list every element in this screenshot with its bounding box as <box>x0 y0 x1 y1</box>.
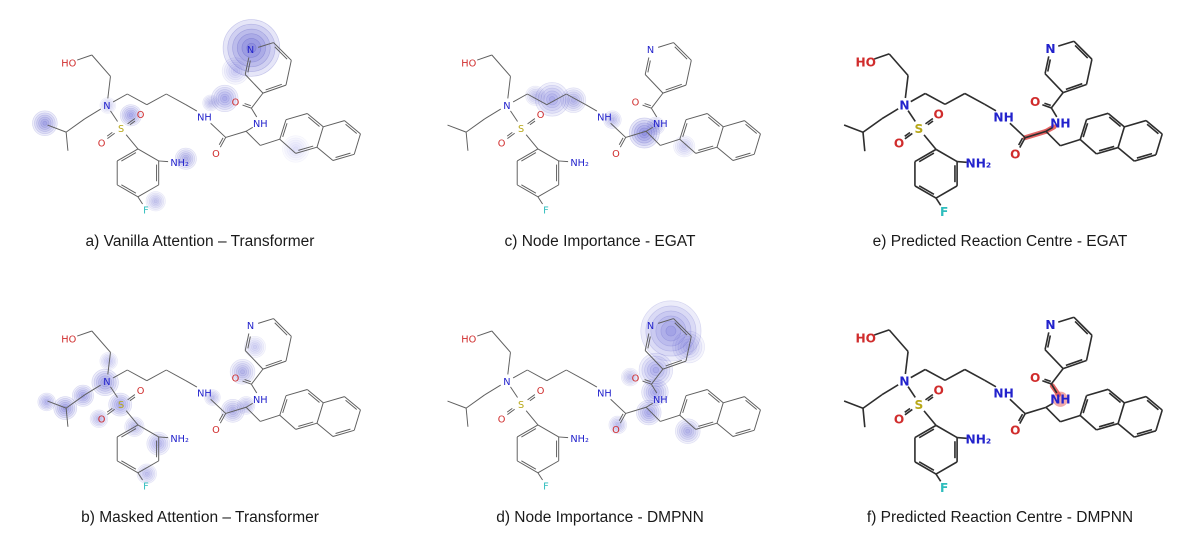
svg-text:S: S <box>915 122 924 136</box>
caption-f: f) Predicted Reaction Centre - DMPNN <box>866 509 1134 527</box>
svg-text:O: O <box>632 373 640 384</box>
svg-text:NH: NH <box>993 386 1013 400</box>
svg-text:NH₂: NH₂ <box>170 434 189 445</box>
molecule-diagram-masked-attention: HO N S O O NH₂ F NH O NH O N <box>37 318 361 493</box>
svg-text:O: O <box>537 110 545 121</box>
svg-text:O: O <box>232 97 240 108</box>
svg-text:HO: HO <box>61 334 76 345</box>
svg-text:NH: NH <box>653 119 668 130</box>
svg-text:N: N <box>103 377 110 388</box>
svg-text:O: O <box>1010 423 1020 437</box>
caption-a: a) Vanilla Attention – Transformer <box>85 233 315 251</box>
svg-text:N: N <box>1045 318 1055 332</box>
svg-text:HO: HO <box>461 58 476 69</box>
svg-text:O: O <box>612 149 620 160</box>
svg-text:O: O <box>232 373 240 384</box>
svg-text:O: O <box>498 414 506 425</box>
svg-text:NH: NH <box>993 110 1013 124</box>
svg-text:O: O <box>498 138 506 149</box>
svg-text:N: N <box>647 321 654 332</box>
svg-text:S: S <box>518 400 524 411</box>
svg-text:N: N <box>647 45 654 56</box>
svg-text:NH₂: NH₂ <box>170 158 189 169</box>
svg-text:S: S <box>915 398 924 412</box>
panel-d: HO N S O O NH₂ F NH O NH O N d) Node Importance - D… <box>440 292 761 536</box>
svg-text:NH: NH <box>1050 393 1070 407</box>
svg-text:NH₂: NH₂ <box>966 432 992 446</box>
svg-text:O: O <box>1030 95 1040 109</box>
svg-text:NH: NH <box>597 389 612 400</box>
svg-text:O: O <box>98 138 106 149</box>
svg-text:O: O <box>212 149 220 160</box>
svg-text:N: N <box>503 377 510 388</box>
svg-text:F: F <box>543 206 549 217</box>
molecule-diagram-vanilla-attention: HO N S O O NH₂ F NH O NH O N <box>32 19 361 217</box>
svg-text:O: O <box>894 412 904 426</box>
svg-text:NH: NH <box>253 395 268 406</box>
molecule-diagram-node-importance-egat: HO N S O O NH₂ F NH O NH O N <box>447 42 761 217</box>
svg-text:HO: HO <box>855 331 876 345</box>
svg-text:NH: NH <box>197 113 212 124</box>
svg-text:HO: HO <box>61 58 76 69</box>
svg-text:N: N <box>103 101 110 112</box>
svg-text:NH: NH <box>653 395 668 406</box>
svg-text:N: N <box>503 101 510 112</box>
svg-text:O: O <box>1010 147 1020 161</box>
svg-text:S: S <box>118 124 124 135</box>
svg-text:F: F <box>940 481 948 495</box>
svg-text:N: N <box>899 375 909 389</box>
svg-text:NH₂: NH₂ <box>570 158 589 169</box>
caption-e: e) Predicted Reaction Centre - EGAT <box>872 233 1128 251</box>
svg-text:O: O <box>1030 371 1040 385</box>
svg-text:S: S <box>118 400 124 411</box>
svg-text:N: N <box>899 99 909 113</box>
svg-text:O: O <box>612 425 620 436</box>
svg-text:HO: HO <box>855 55 876 69</box>
svg-text:O: O <box>137 110 145 121</box>
svg-text:N: N <box>1045 42 1055 56</box>
svg-text:O: O <box>934 384 944 398</box>
svg-text:F: F <box>940 205 948 219</box>
svg-text:O: O <box>632 97 640 108</box>
svg-text:NH: NH <box>197 389 212 400</box>
svg-text:O: O <box>98 414 106 425</box>
svg-text:O: O <box>137 386 145 397</box>
svg-text:O: O <box>894 136 904 150</box>
svg-text:HO: HO <box>461 334 476 345</box>
svg-text:O: O <box>934 108 944 122</box>
molecule-diagram-node-importance-dmpnn: HO N S O O NH₂ F NH O NH O N <box>447 300 761 493</box>
svg-text:NH: NH <box>597 113 612 124</box>
svg-text:F: F <box>543 482 549 493</box>
svg-text:F: F <box>143 206 149 217</box>
svg-text:O: O <box>537 386 545 397</box>
svg-text:NH: NH <box>1050 117 1070 131</box>
caption-d: d) Node Importance - DMPNN <box>496 509 704 527</box>
svg-text:S: S <box>518 124 524 135</box>
caption-b: b) Masked Attention – Transformer <box>81 509 319 527</box>
panel-b: HO N S O O NH₂ F NH O NH O N b) Masked Attention – … <box>37 292 361 536</box>
panel-c: HO N S O O NH₂ F NH O NH O N c) Node Importance - E… <box>440 16 761 260</box>
svg-text:F: F <box>143 482 149 493</box>
caption-c: c) Node Importance - EGAT <box>504 233 696 251</box>
svg-text:NH₂: NH₂ <box>570 434 589 445</box>
svg-text:NH₂: NH₂ <box>966 156 992 170</box>
svg-text:N: N <box>247 321 254 332</box>
svg-text:O: O <box>212 425 220 436</box>
svg-text:N: N <box>247 45 254 56</box>
panel-a: HO N S O O NH₂ F NH O NH O N a) Vanilla Attention –… <box>32 16 361 260</box>
svg-text:NH: NH <box>253 119 268 130</box>
